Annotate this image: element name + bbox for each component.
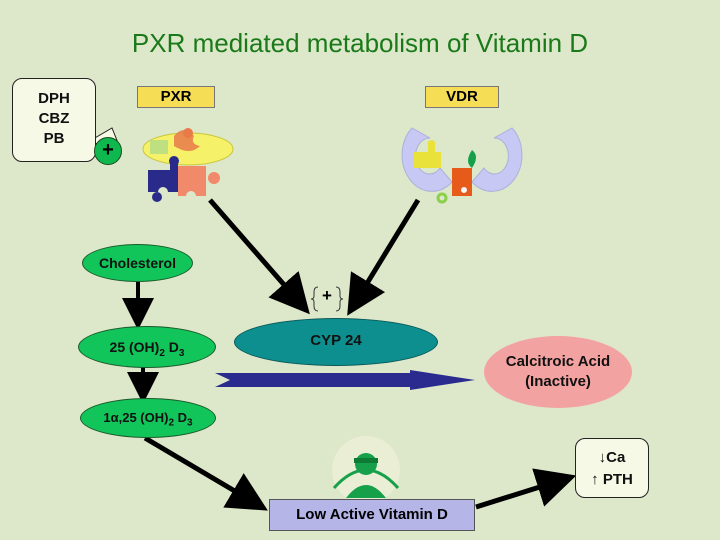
oh25-d3-node: 25 (OH)2 D3 <box>78 326 216 368</box>
calcitroic-acid-node: Calcitroic Acid (Inactive) <box>484 336 632 408</box>
pxr-puzzle-icon <box>142 128 234 202</box>
oh25-prefix: 25 (OH) <box>109 339 160 355</box>
page-title: PXR mediated metabolism of Vitamin D <box>131 28 589 58</box>
dihydroxy-to-lowvitd-arrow <box>143 435 268 511</box>
vdr-to-cyp-arrow <box>347 198 421 316</box>
lowvitd-to-outcome-arrow <box>475 468 577 510</box>
drug-pb: PB <box>43 130 65 147</box>
cyp24-node: CYP 24 <box>234 318 438 366</box>
low-active-vitamin-d: Low Active Vitamin D <box>269 499 475 531</box>
drug-dph: DPH <box>38 90 70 107</box>
cyp-to-calcitroic-arrow <box>215 370 475 390</box>
drug-callout: DPH CBZ PB <box>12 78 96 162</box>
person-icon <box>332 436 400 504</box>
dihydroxy-prefix: 1α,25 (OH) <box>103 410 169 425</box>
inducer-plus-badge: + <box>94 137 122 165</box>
pxr-label: PXR <box>137 86 215 108</box>
pth-up: ↑ PTH <box>591 471 633 488</box>
calcitroic-status: (Inactive) <box>525 373 591 390</box>
plus-bracket-left <box>310 286 319 312</box>
cyp-plus-sign: + <box>322 286 332 305</box>
calcitroic-label: Calcitroic Acid <box>505 353 611 370</box>
cholesterol-node: Cholesterol <box>82 244 193 282</box>
vdr-puzzle-icon <box>401 127 523 204</box>
plus-bracket-right <box>335 286 344 312</box>
drug-cbz: CBZ <box>38 110 70 127</box>
dihydroxy-d3-node: 1α,25 (OH)2 D3 <box>80 398 216 438</box>
outcome-box: ↓Ca ↑ PTH <box>575 438 649 498</box>
vdr-label: VDR <box>425 86 499 108</box>
calcium-down: ↓Ca <box>598 449 626 466</box>
pxr-to-cyp-arrow <box>208 198 310 315</box>
